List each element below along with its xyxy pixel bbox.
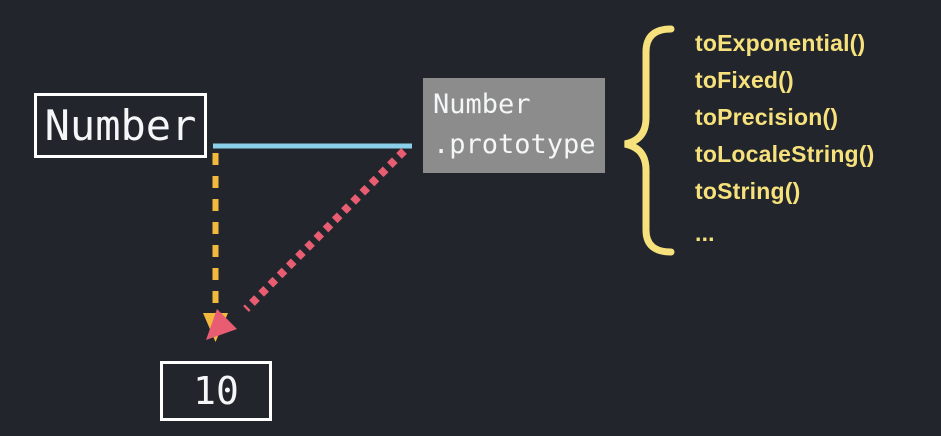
method-item-ellipsis: ... [695,220,715,246]
method-item: toString() [695,178,801,204]
method-item: toPrecision() [695,104,839,130]
yellow-arrowhead-icon [203,313,228,342]
method-item: toLocaleString() [695,141,875,167]
number-constructor-box: Number [34,93,207,158]
method-item: toExponential() [695,30,866,56]
instance-value-label: 10 [193,369,239,413]
red-arrowhead-icon [206,309,237,340]
number-constructor-label: Number [44,101,197,150]
prototype-to-instance-dotted-line [243,148,407,312]
instance-value-box: 10 [160,361,272,421]
number-prototype-box: Number .prototype [423,78,605,173]
method-item: toFixed() [695,67,794,93]
curly-brace-icon [624,25,675,256]
prototype-label-line1: Number [433,89,531,120]
prototype-methods-list: toExponential() toFixed() toPrecision() … [695,25,875,252]
prototype-label-line2: .prototype [433,129,596,160]
